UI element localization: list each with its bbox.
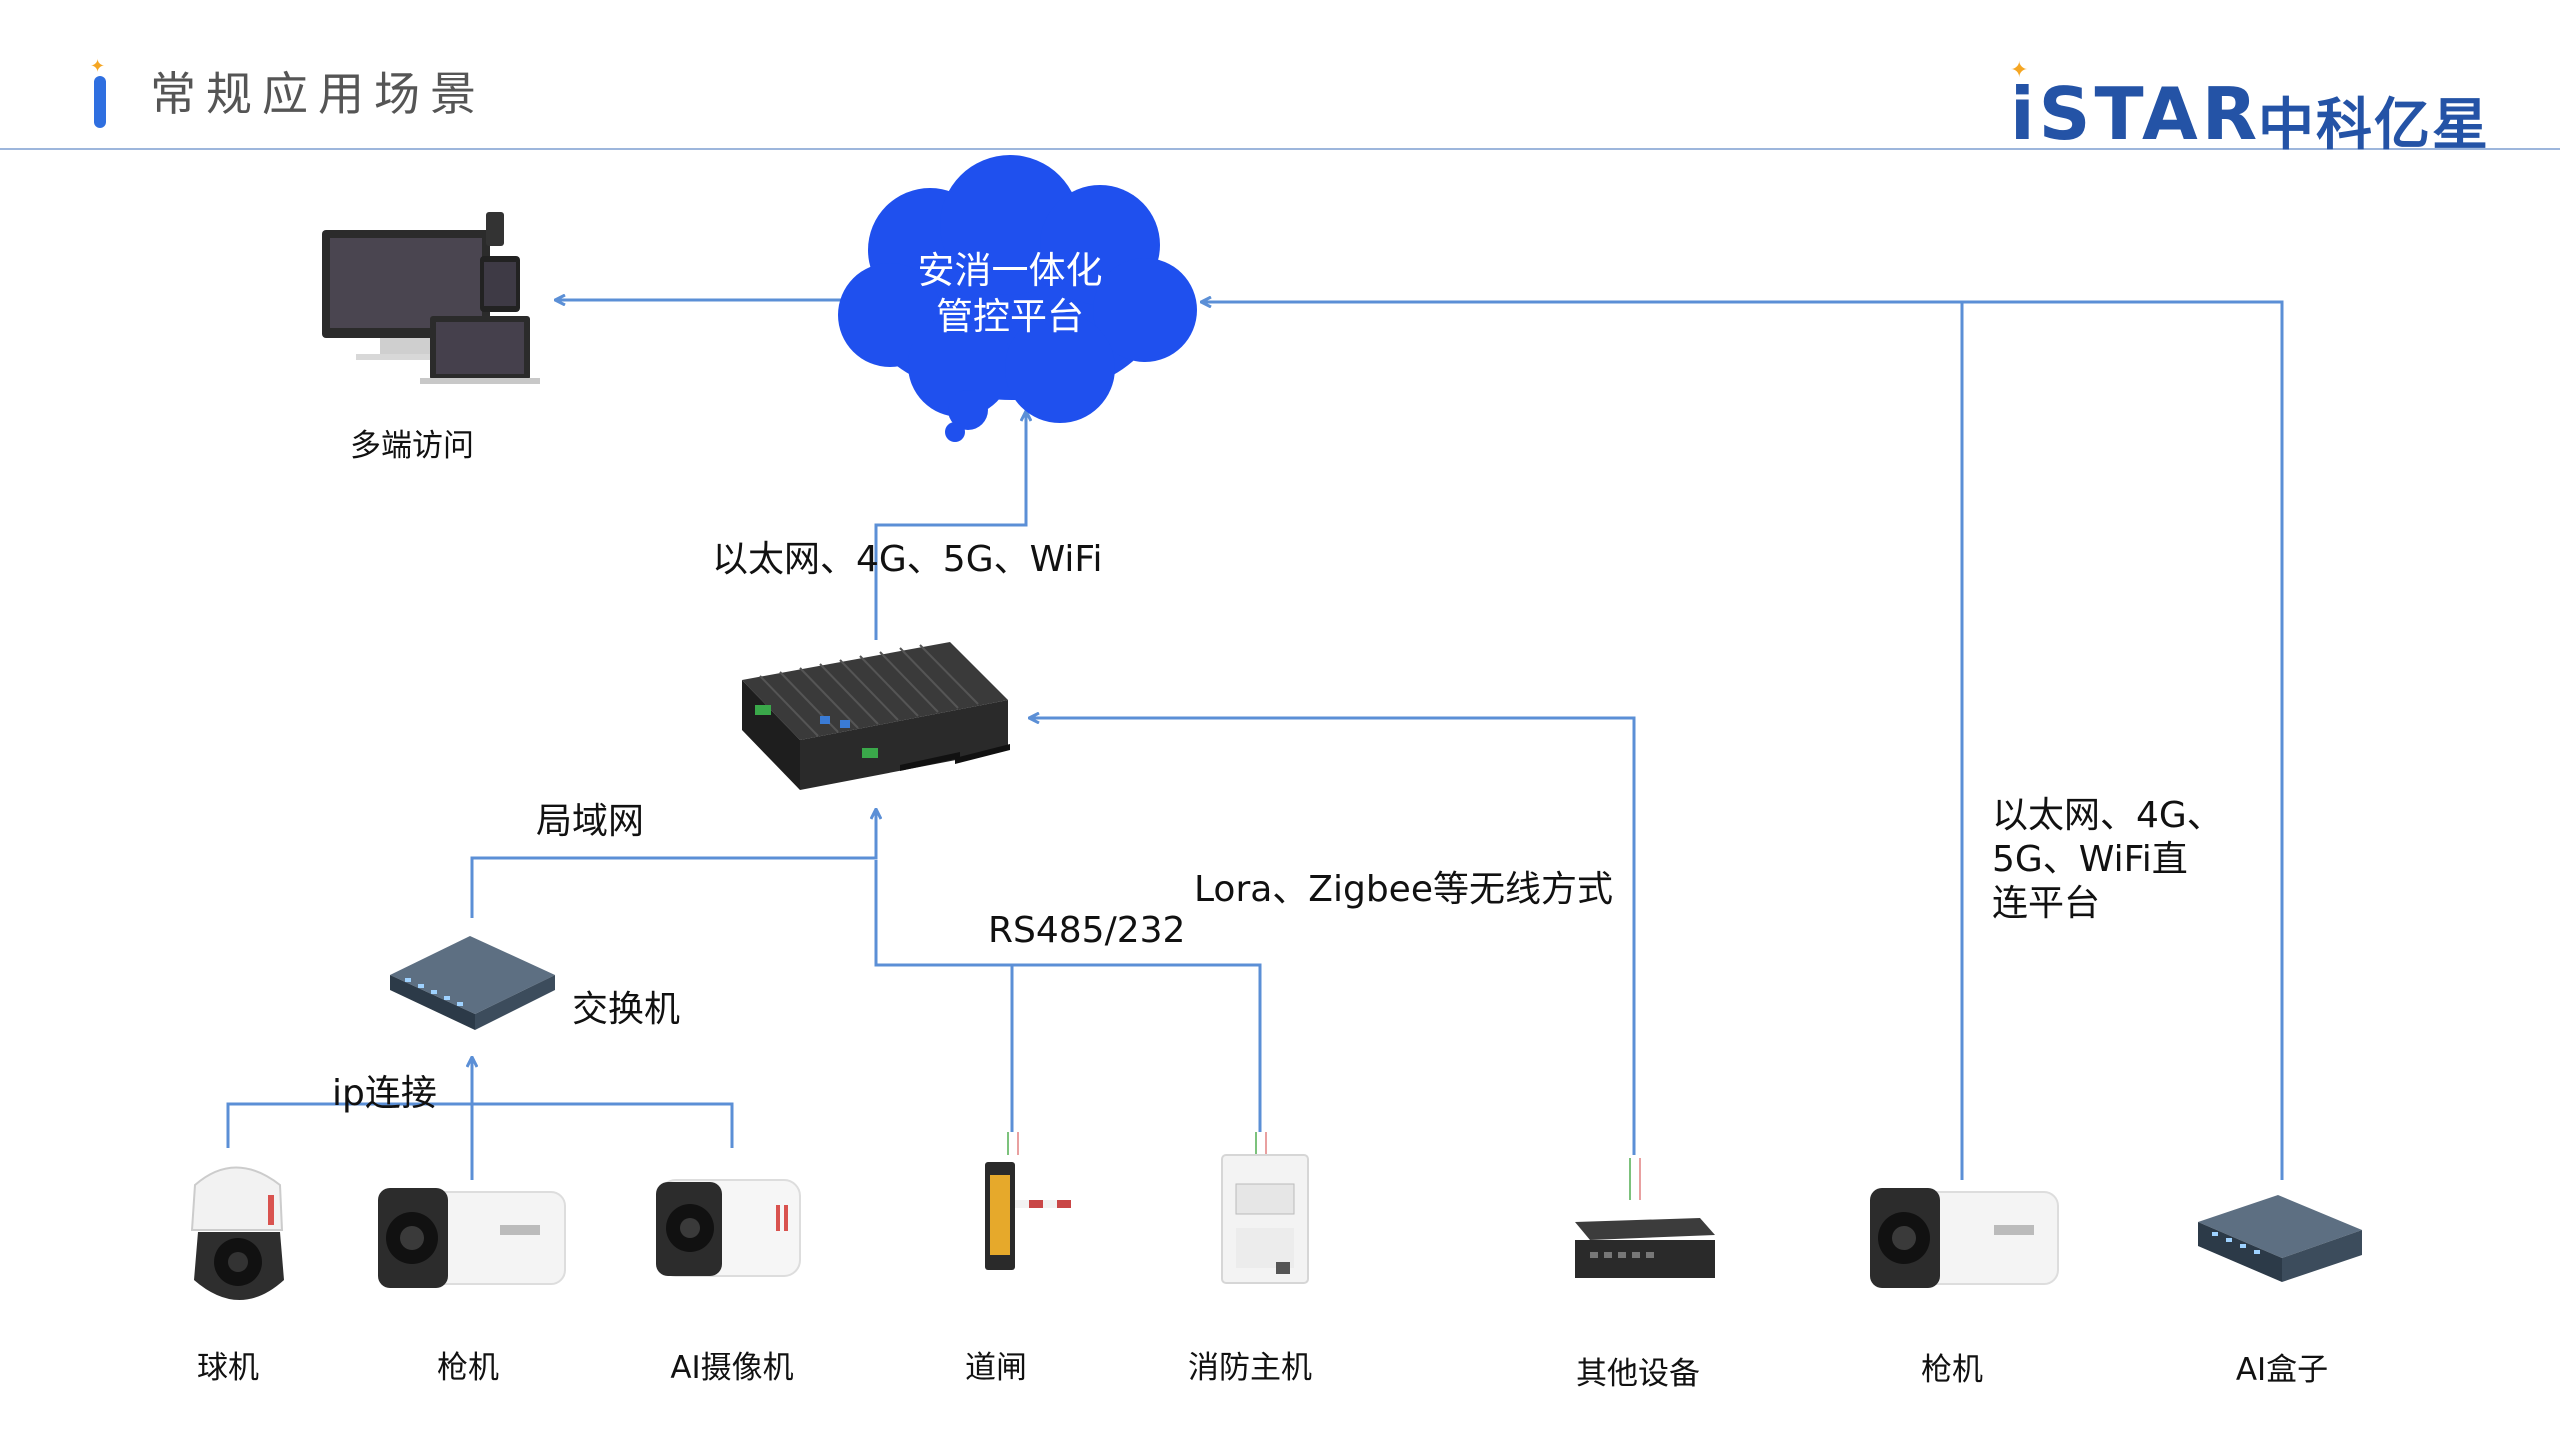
label-ai-box: AI盒子: [2235, 1352, 2329, 1388]
label-dome-camera: 球机: [197, 1350, 259, 1386]
label-direct-line3: 连平台: [1992, 883, 2101, 924]
line-direct-to-cloud: [1202, 302, 2284, 1180]
line-lan: [470, 810, 876, 918]
label-fire-host: 消防主机: [1188, 1350, 1312, 1386]
label-uplink: 以太网、4G、5G、WiFi: [712, 539, 1103, 580]
label-ip: ip连接: [332, 1073, 437, 1114]
cloud-label-line2: 管控平台: [936, 295, 1084, 338]
logo-text: iSTAR: [2010, 72, 2262, 156]
cloud-label-line1: 安消一体化: [917, 249, 1103, 292]
label-switch: 交换机: [572, 989, 681, 1030]
label-direct: 以太网、4G、 5G、WiFi直 连平台: [1992, 794, 2223, 926]
label-other-devices: 其他设备: [1576, 1356, 1700, 1392]
line-rs485: [874, 860, 1014, 1132]
line-ip: [226, 1102, 734, 1148]
header-rule: [0, 148, 2560, 150]
label-lan: 局域网: [536, 801, 645, 842]
cloud-label: 安消一体化 管控平台: [880, 248, 1140, 340]
page-title: 常规应用场景: [150, 67, 486, 121]
label-wireless: Lora、Zigbee等无线方式: [1194, 869, 1613, 910]
label-ai-camera: AI摄像机: [670, 1350, 794, 1386]
line-wireless: [1030, 718, 1636, 1155]
line-rs485-fire: [1012, 963, 1262, 1132]
logo-cn: 中科亿星: [2258, 93, 2490, 158]
label-direct-line1: 以太网、4G、: [1992, 795, 2223, 836]
line-gateway-to-cloud: [874, 412, 1026, 640]
label-multi-access: 多端访问: [350, 428, 474, 464]
label-barrier-gate: 道闸: [965, 1350, 1027, 1386]
header-accent-icon: ✦: [88, 58, 112, 128]
label-bullet-camera: 枪机: [437, 1350, 499, 1386]
label-direct-line2: 5G、WiFi直: [1992, 839, 2188, 880]
logo-star-icon: ✦: [2010, 58, 2029, 83]
label-bullet-camera-right: 枪机: [1921, 1352, 1983, 1388]
label-rs485: RS485/232: [988, 910, 1186, 951]
